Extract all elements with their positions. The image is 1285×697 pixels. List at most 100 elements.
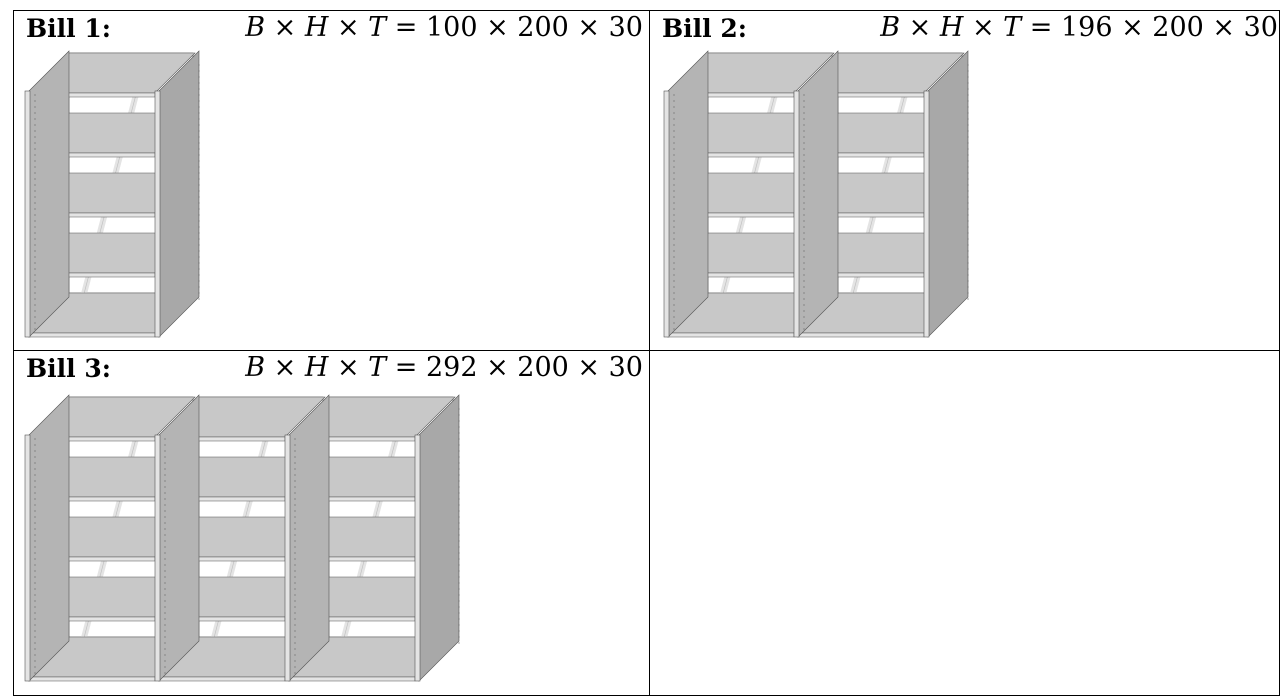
peg-hole (967, 196, 969, 198)
peg-hole (34, 498, 36, 500)
peg-hole (967, 208, 969, 210)
peg-hole (34, 546, 36, 548)
peg-hole (198, 298, 200, 300)
peg-hole (34, 654, 36, 656)
peg-hole (458, 444, 460, 446)
peg-hole (34, 316, 36, 318)
peg-hole (34, 474, 36, 476)
peg-hole (803, 220, 805, 222)
panel-front-edge (663, 90, 670, 338)
peg-hole (458, 642, 460, 644)
peg-hole (803, 154, 805, 156)
peg-hole (294, 666, 296, 668)
peg-hole (294, 498, 296, 500)
peg-hole (458, 492, 460, 494)
peg-hole (198, 208, 200, 210)
peg-hole (164, 540, 166, 542)
peg-hole (967, 244, 969, 246)
peg-hole (198, 88, 200, 90)
peg-hole (458, 570, 460, 572)
peg-hole (803, 238, 805, 240)
peg-hole (34, 540, 36, 542)
peg-hole (803, 328, 805, 330)
peg-hole (967, 94, 969, 96)
peg-hole (458, 510, 460, 512)
peg-hole (967, 154, 969, 156)
peg-hole (458, 438, 460, 440)
peg-hole (34, 208, 36, 210)
peg-hole (294, 450, 296, 452)
peg-hole (34, 450, 36, 452)
peg-hole (294, 582, 296, 584)
peg-hole (458, 522, 460, 524)
peg-hole (198, 94, 200, 96)
peg-hole (198, 118, 200, 120)
peg-hole (458, 564, 460, 566)
peg-hole (673, 100, 675, 102)
peg-hole (458, 456, 460, 458)
peg-hole (164, 570, 166, 572)
peg-hole (294, 492, 296, 494)
peg-hole (803, 178, 805, 180)
peg-hole (673, 136, 675, 138)
peg-hole (164, 450, 166, 452)
peg-hole (164, 474, 166, 476)
peg-hole (673, 142, 675, 144)
peg-hole (164, 456, 166, 458)
peg-hole (164, 624, 166, 626)
peg-hole (164, 612, 166, 614)
peg-hole (34, 136, 36, 138)
peg-hole (164, 462, 166, 464)
peg-hole (803, 142, 805, 144)
peg-hole (673, 310, 675, 312)
peg-hole (198, 256, 200, 258)
peg-hole (967, 124, 969, 126)
peg-hole (34, 214, 36, 216)
peg-hole (673, 154, 675, 156)
peg-hole (198, 142, 200, 144)
panel-front-edge (24, 434, 31, 682)
peg-hole (34, 492, 36, 494)
right-side-panel (927, 50, 969, 338)
peg-hole (803, 106, 805, 108)
dimension-formula: B × H × T = 100 × 200 × 30 (245, 12, 643, 43)
peg-hole (34, 292, 36, 294)
peg-hole (967, 64, 969, 66)
peg-hole (34, 606, 36, 608)
peg-hole (294, 486, 296, 488)
peg-hole (673, 256, 675, 258)
peg-hole (294, 504, 296, 506)
peg-hole (294, 462, 296, 464)
panel-front-edge (793, 90, 800, 338)
peg-hole (458, 600, 460, 602)
peg-hole (967, 166, 969, 168)
peg-hole (34, 558, 36, 560)
peg-hole (34, 660, 36, 662)
peg-hole (458, 636, 460, 638)
peg-hole (803, 190, 805, 192)
peg-hole (34, 444, 36, 446)
peg-hole (673, 112, 675, 114)
peg-hole (458, 504, 460, 506)
peg-hole (803, 196, 805, 198)
peg-hole (673, 316, 675, 318)
peg-hole (967, 100, 969, 102)
peg-hole (34, 118, 36, 120)
peg-hole (164, 492, 166, 494)
shelf-front-edge (797, 332, 925, 338)
peg-hole (458, 420, 460, 422)
peg-hole (34, 124, 36, 126)
peg-hole (34, 274, 36, 276)
peg-hole (34, 322, 36, 324)
peg-hole (803, 268, 805, 270)
peg-hole (34, 262, 36, 264)
peg-hole (803, 94, 805, 96)
peg-hole (673, 286, 675, 288)
peg-hole (34, 226, 36, 228)
peg-hole (458, 606, 460, 608)
peg-hole (34, 190, 36, 192)
peg-hole (164, 654, 166, 656)
peg-hole (803, 250, 805, 252)
peg-hole (458, 576, 460, 578)
peg-hole (34, 232, 36, 234)
